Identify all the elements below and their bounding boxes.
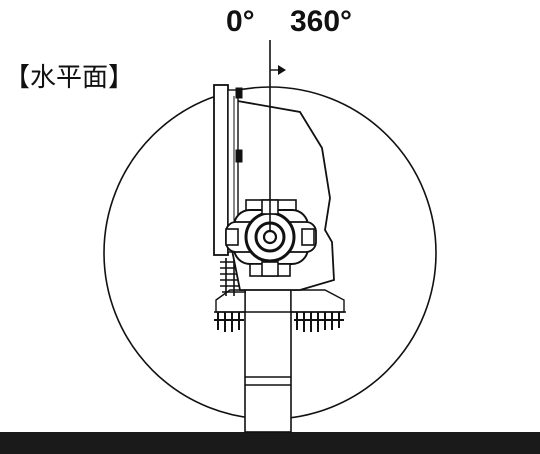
- pivot-joint: [225, 199, 317, 277]
- angle-360-label: 360°: [290, 5, 353, 38]
- horizontal-plane-label: 【水平面】: [4, 63, 135, 93]
- ground-bar: [0, 432, 540, 454]
- base-plate: [214, 289, 346, 313]
- mounting-pole: [244, 269, 292, 433]
- base-screws: [214, 312, 344, 332]
- rotation-arrow: [270, 65, 286, 75]
- angle-0-label: 0°: [226, 5, 255, 38]
